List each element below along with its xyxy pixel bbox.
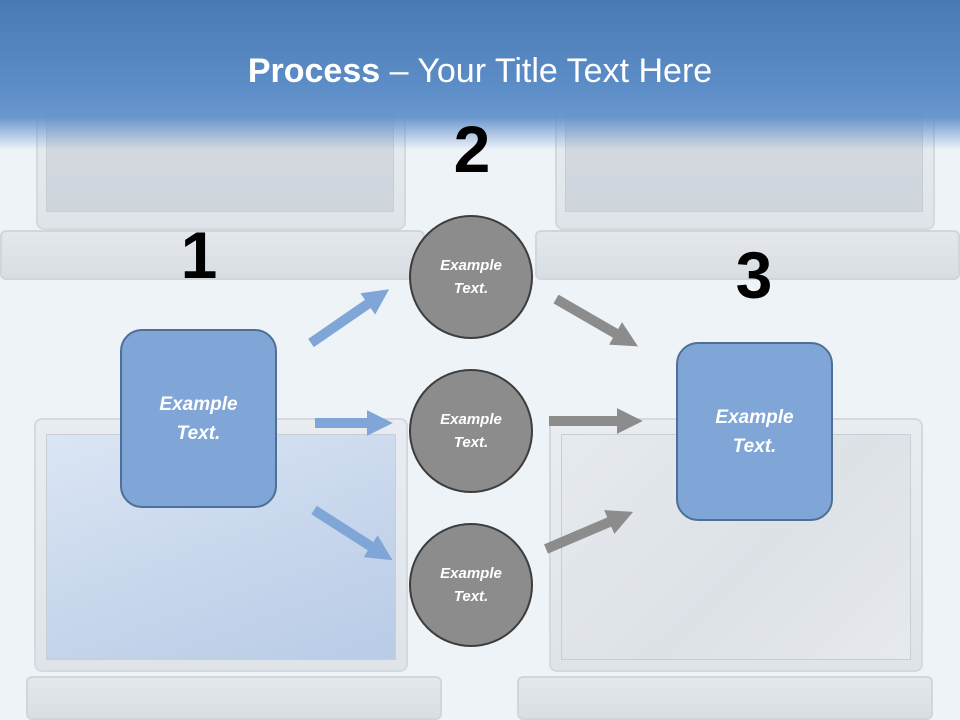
step-2-circle-top: Example Text. [409,215,533,339]
slide-title: Process – Your Title Text Here [0,52,960,91]
step-3-box: Example Text. [676,342,833,521]
arrow-down-right [311,505,393,561]
step-number-3: 3 [735,238,773,312]
arrow-gray-up-right [544,510,634,554]
step-2-circle-middle: Example Text. [409,369,533,493]
arrow-up-right [308,289,390,348]
arrow-gray-down-right [553,294,639,347]
step-number-1: 1 [180,218,218,292]
title-banner [0,0,960,150]
step-number-2: 2 [453,112,491,186]
title-bold: Process [247,52,381,90]
step-2-circle-bottom: Example Text. [409,523,533,647]
title-rest: – Your Title Text Here [380,52,713,90]
step-1-box: Example Text. [120,329,277,508]
